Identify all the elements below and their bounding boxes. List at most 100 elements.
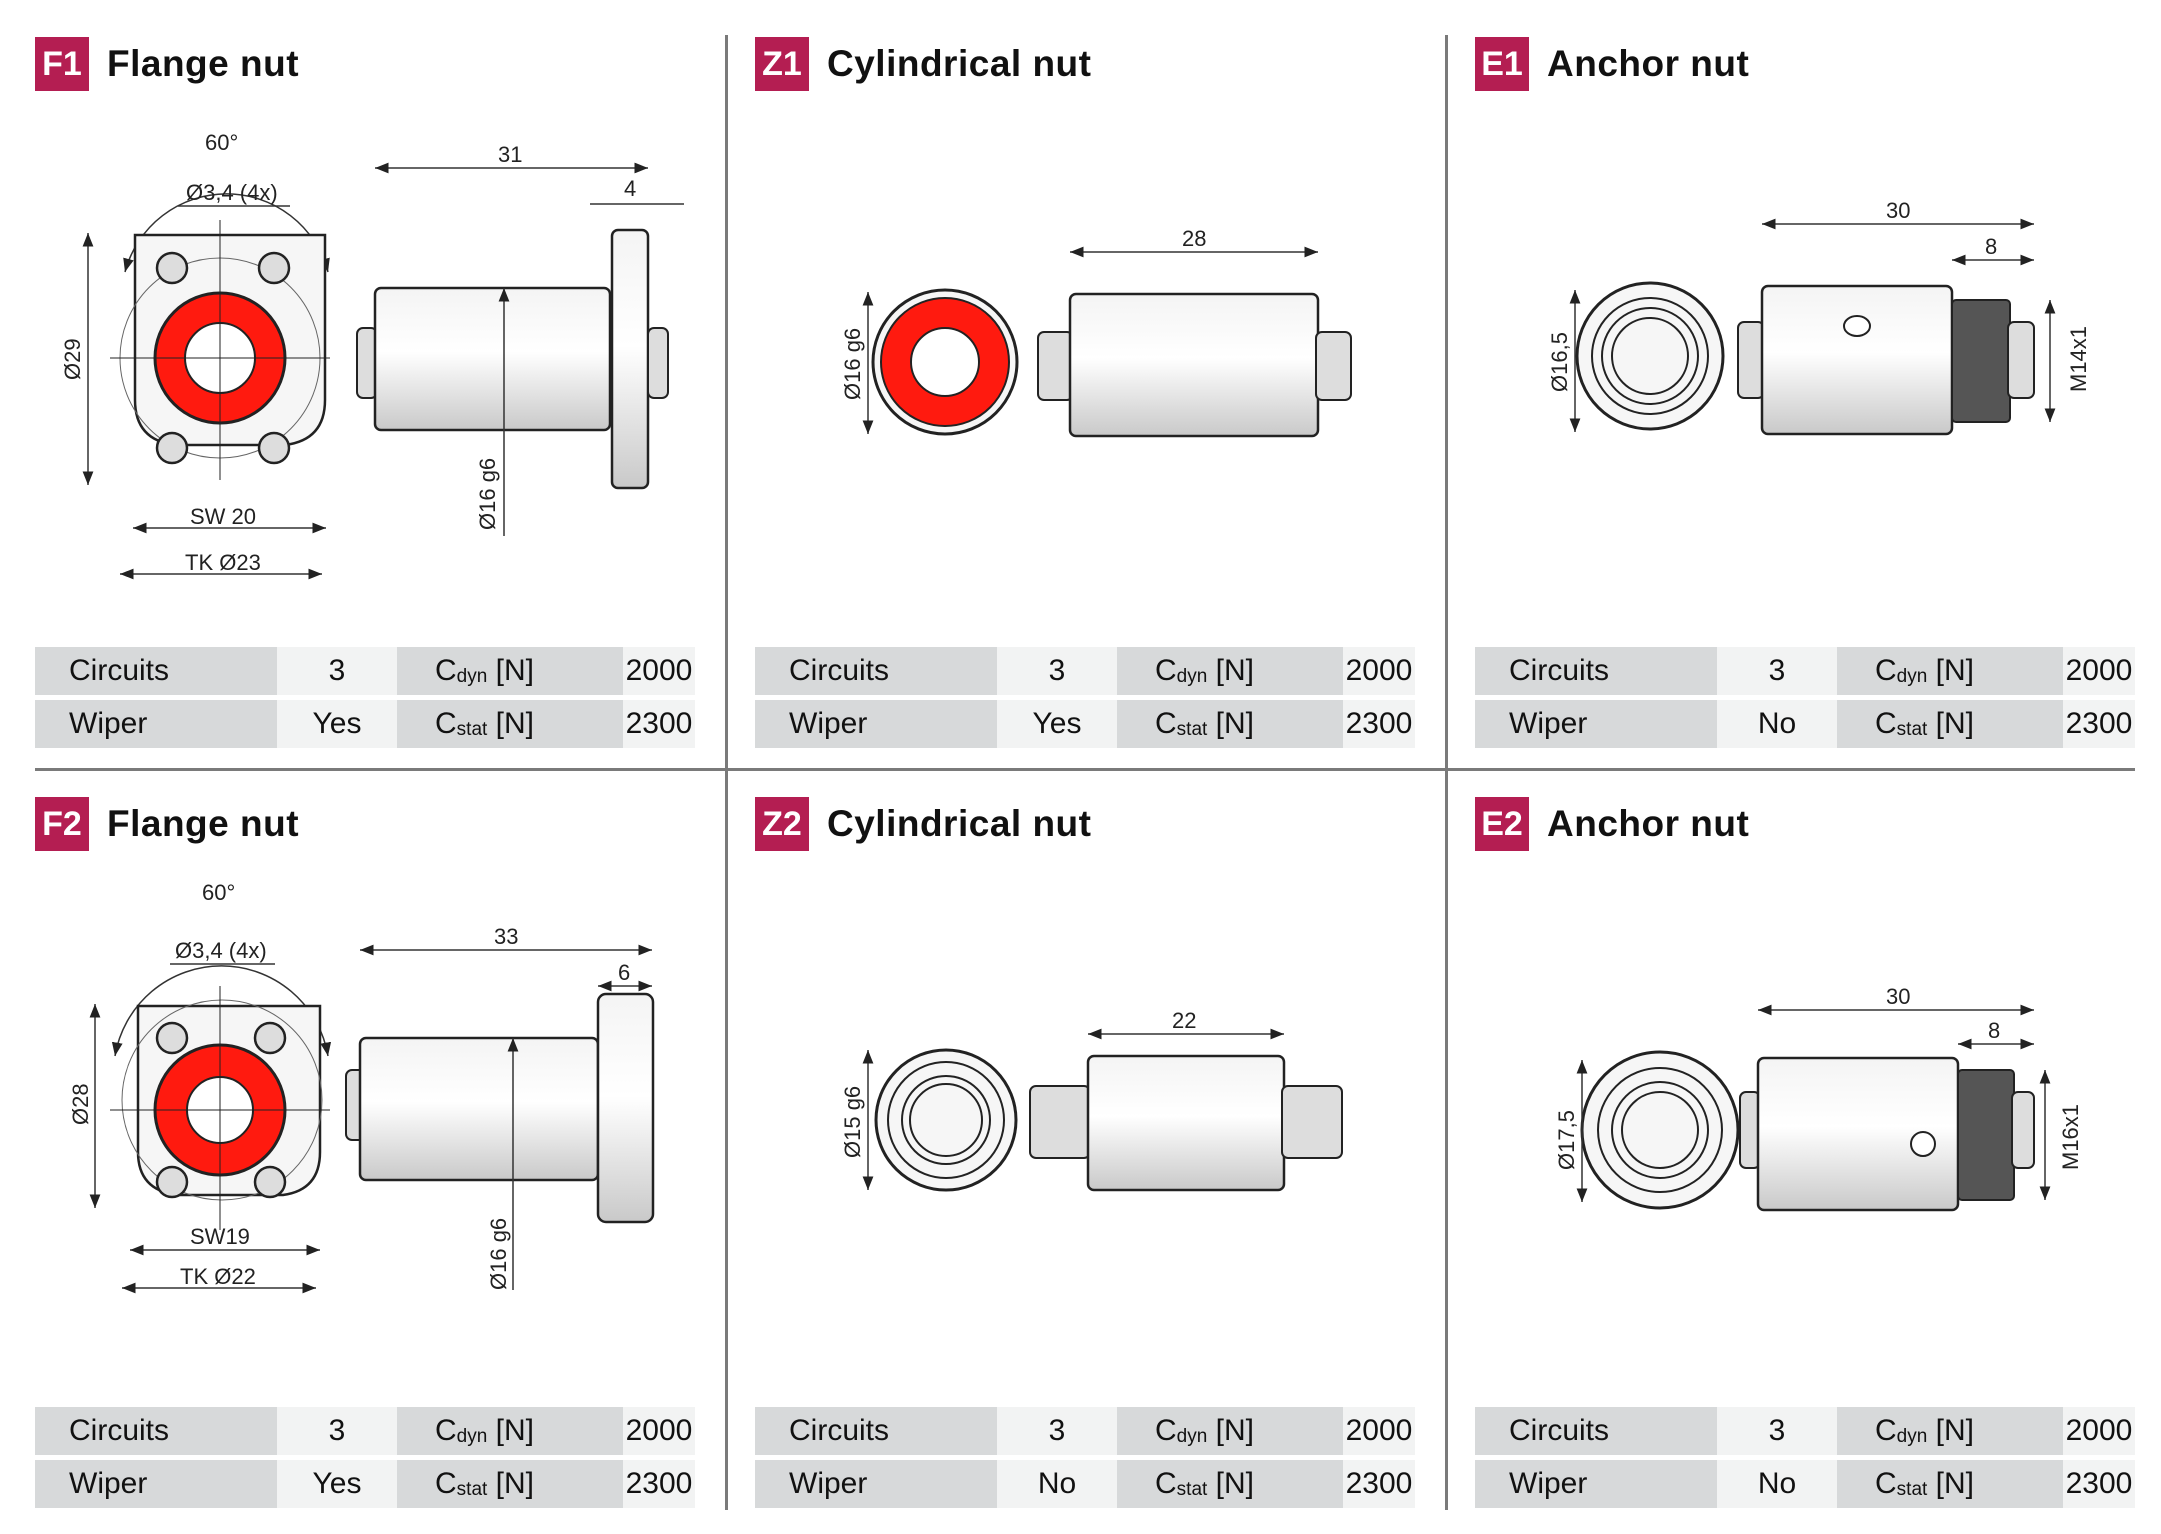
label-circuits: Circuits	[35, 1407, 277, 1455]
dim-holes: Ø3,4 (4x)	[186, 180, 278, 205]
label-wiper: Wiper	[755, 1460, 997, 1508]
spec-row: Wiper Yes Cstat [N] 2300	[755, 700, 1415, 748]
dim-shaft: Ø16 g6	[486, 1218, 511, 1290]
panel-title: Flange nut	[107, 43, 300, 84]
panel-z2: Z2 Cylindrical nut Ø15 g6 22 Circuits 3 …	[720, 760, 1440, 1527]
divider-vertical-2	[1445, 35, 1448, 1510]
value-cstat: 2300	[1343, 700, 1415, 748]
panel-title: Flange nut	[107, 803, 300, 844]
flange-nut-drawing: 60° Ø3,4 (4x) Ø28 SW19 TK Ø22 33 6 Ø16 g…	[68, 880, 655, 1294]
spec-row: Circuits 3 Cdyn [N] 2000	[1475, 647, 2135, 695]
panel-z1: Z1 Cylindrical nut Ø16 g6 28 Circuits 3 …	[720, 0, 1440, 767]
value-circuits: 3	[277, 647, 397, 695]
spec-row: Wiper Yes Cstat [N] 2300	[35, 700, 695, 748]
label-wiper: Wiper	[1475, 1460, 1717, 1508]
value-cdyn: 2000	[623, 1407, 695, 1455]
spec-row: Wiper No Cstat [N] 2300	[1475, 1460, 2135, 1508]
label-cstat: Cstat [N]	[397, 700, 623, 748]
dim-length: 28	[1182, 226, 1206, 251]
panel-title: Anchor nut	[1547, 803, 1750, 844]
spec-table: Circuits 3 Cdyn [N] 2000 Wiper Yes Cstat…	[35, 1402, 695, 1513]
panel-title: Anchor nut	[1547, 43, 1750, 84]
value-wiper: No	[997, 1460, 1117, 1508]
value-cdyn: 2000	[2063, 1407, 2135, 1455]
value-cdyn: 2000	[2063, 647, 2135, 695]
dim-tk: TK Ø22	[180, 1264, 256, 1289]
panel-e1: E1 Anchor nut Ø16,5 30 8 M14x1 Circuits …	[1440, 0, 2160, 767]
label-wiper: Wiper	[35, 1460, 277, 1508]
code-badge: F1	[35, 37, 89, 91]
value-wiper: No	[1717, 1460, 1837, 1508]
value-circuits: 3	[1717, 647, 1837, 695]
dim-sw: SW 20	[190, 504, 256, 529]
value-wiper: Yes	[277, 700, 397, 748]
dim-length: 31	[498, 142, 522, 167]
panel-header: Z1 Cylindrical nut	[755, 36, 1091, 92]
label-cstat: Cstat [N]	[1117, 1460, 1343, 1508]
spec-row: Circuits 3 Cdyn [N] 2000	[35, 647, 695, 695]
label-wiper: Wiper	[1475, 700, 1717, 748]
dim-flange: 4	[624, 176, 636, 201]
spec-row: Circuits 3 Cdyn [N] 2000	[755, 647, 1415, 695]
spec-table: Circuits 3 Cdyn [N] 2000 Wiper Yes Cstat…	[35, 642, 695, 753]
value-cstat: 2300	[2063, 700, 2135, 748]
value-wiper: Yes	[997, 700, 1117, 748]
code-badge: E1	[1475, 37, 1529, 91]
dim-height: Ø28	[68, 1083, 93, 1125]
label-circuits: Circuits	[1475, 647, 1717, 695]
label-circuits: Circuits	[755, 647, 997, 695]
panel-header: E1 Anchor nut	[1475, 36, 1749, 92]
spec-row: Wiper No Cstat [N] 2300	[755, 1460, 1415, 1508]
value-cstat: 2300	[623, 700, 695, 748]
anchor-nut-drawing: Ø16,5 30 8 M14x1	[1547, 198, 2091, 436]
label-cdyn: Cdyn [N]	[397, 647, 623, 695]
label-circuits: Circuits	[35, 647, 277, 695]
code-badge: Z2	[755, 797, 809, 851]
label-cstat: Cstat [N]	[397, 1460, 623, 1508]
anchor-nut-drawing: Ø17,5 30 8 M16x1	[1554, 984, 2083, 1212]
cylindrical-nut-drawing: Ø16 g6 28	[840, 226, 1352, 438]
label-cdyn: Cdyn [N]	[397, 1407, 623, 1455]
label-cstat: Cstat [N]	[1117, 700, 1343, 748]
divider-horizontal	[35, 768, 2135, 771]
dim-tk: TK Ø23	[185, 550, 261, 575]
spec-row: Wiper Yes Cstat [N] 2300	[35, 1460, 695, 1508]
label-cstat: Cstat [N]	[1837, 1460, 2063, 1508]
dim-height: Ø29	[60, 338, 85, 380]
dim-thread-length: 8	[1988, 1018, 2000, 1043]
dim-angle: 60°	[205, 130, 238, 155]
value-circuits: 3	[997, 1407, 1117, 1455]
spec-table: Circuits 3 Cdyn [N] 2000 Wiper Yes Cstat…	[755, 642, 1415, 753]
dim-angle: 60°	[202, 880, 235, 905]
dim-length: 30	[1886, 984, 1910, 1009]
panel-header: Z2 Cylindrical nut	[755, 796, 1091, 852]
value-cdyn: 2000	[1343, 647, 1415, 695]
label-circuits: Circuits	[1475, 1407, 1717, 1455]
panel-e2: E2 Anchor nut Ø17,5 30 8 M16x1 Circuits …	[1440, 760, 2160, 1527]
code-badge: F2	[35, 797, 89, 851]
dim-length: 30	[1886, 198, 1910, 223]
spec-row: Circuits 3 Cdyn [N] 2000	[35, 1407, 695, 1455]
label-cdyn: Cdyn [N]	[1117, 647, 1343, 695]
spec-table: Circuits 3 Cdyn [N] 2000 Wiper No Cstat …	[1475, 642, 2135, 753]
value-wiper: Yes	[277, 1460, 397, 1508]
label-wiper: Wiper	[755, 700, 997, 748]
spec-table: Circuits 3 Cdyn [N] 2000 Wiper No Cstat …	[755, 1402, 1415, 1513]
dim-shaft: Ø16 g6	[840, 328, 865, 400]
spec-row: Circuits 3 Cdyn [N] 2000	[755, 1407, 1415, 1455]
value-circuits: 3	[1717, 1407, 1837, 1455]
dim-length: 33	[494, 924, 518, 949]
dim-shaft: Ø17,5	[1554, 1110, 1579, 1170]
panel-title: Cylindrical nut	[827, 43, 1092, 84]
value-cstat: 2300	[2063, 1460, 2135, 1508]
panel-title: Cylindrical nut	[827, 803, 1092, 844]
dim-thread: M16x1	[2058, 1104, 2083, 1170]
dim-thread: M14x1	[2066, 326, 2091, 392]
panel-header: F1 Flange nut	[35, 36, 299, 92]
label-cstat: Cstat [N]	[1837, 700, 2063, 748]
divider-vertical-1	[725, 35, 728, 1510]
spec-row: Wiper No Cstat [N] 2300	[1475, 700, 2135, 748]
value-cdyn: 2000	[1343, 1407, 1415, 1455]
dim-length: 22	[1172, 1008, 1196, 1033]
label-circuits: Circuits	[755, 1407, 997, 1455]
